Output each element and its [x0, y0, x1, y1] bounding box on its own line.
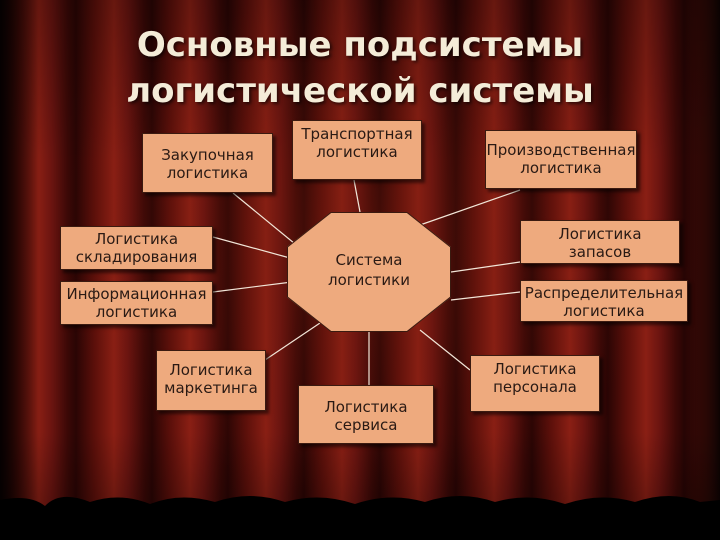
node-purchasing-logistics: Закупочная логистика — [142, 133, 273, 193]
node-label-line: Логистика — [324, 398, 408, 416]
node-production-logistics: Производственная логистика — [485, 130, 637, 189]
node-information-logistics: Информационная логистика — [60, 281, 213, 325]
center-octagon-outline — [287, 212, 451, 332]
node-inventory-logistics: Логистика запасов — [520, 220, 680, 264]
connector-information — [212, 281, 293, 293]
node-label-line: логистика — [520, 159, 602, 177]
node-label-line: Производственная — [486, 141, 636, 159]
node-personnel-logistics: Логистика персонала — [470, 355, 600, 412]
center-octagon — [287, 212, 451, 332]
node-distribution-logistics: Распределительная логистика — [520, 280, 688, 322]
connector-distribution — [450, 291, 521, 301]
node-marketing-logistics: Логистика маркетинга — [156, 350, 266, 411]
node-label-line: логистика — [316, 143, 398, 161]
stage-floor-edge — [0, 496, 720, 540]
node-label-line: Информационная — [66, 285, 207, 303]
title-line-1: Основные подсистемы — [136, 25, 584, 65]
title-line-2: логистической системы — [126, 71, 594, 111]
node-label-line: складирования — [75, 248, 198, 266]
center-node-label: Система логистики — [287, 250, 451, 290]
node-label-line: Логистика — [94, 230, 179, 248]
node-label-line: маркетинга — [164, 379, 258, 397]
node-label-line: Логистика — [169, 361, 253, 379]
node-label-line: Распределительная — [524, 284, 684, 302]
node-service-logistics: Логистика сервиса — [298, 385, 434, 444]
connector-warehousing — [212, 236, 291, 259]
connector-transport — [353, 179, 361, 213]
node-label-line: логистика — [166, 164, 249, 182]
connector-inventory — [450, 261, 521, 273]
node-label-line: Закупочная — [161, 146, 254, 164]
node-transport-logistics: Транспортная логистика — [292, 120, 422, 180]
center-label-line: Система — [335, 251, 403, 269]
node-label-line: логистика — [563, 302, 645, 320]
connector-personnel — [419, 329, 471, 371]
node-warehousing-logistics: Логистика складирования — [60, 226, 213, 270]
node-label-line: Транспортная — [301, 125, 413, 143]
node-label-line: персонала — [493, 378, 577, 396]
slide-title: Основные подсистемы логистической систем… — [0, 22, 720, 114]
center-label-line: логистики — [328, 271, 410, 289]
node-label-line: запасов — [568, 243, 632, 261]
connector-purchasing — [232, 192, 301, 249]
connector-marketing — [264, 322, 321, 361]
node-label-line: сервиса — [334, 416, 398, 434]
node-label-line: логистика — [95, 303, 178, 321]
connector-production — [419, 189, 521, 226]
node-label-line: Логистика — [558, 225, 642, 243]
node-label-line: Логистика — [493, 360, 577, 378]
